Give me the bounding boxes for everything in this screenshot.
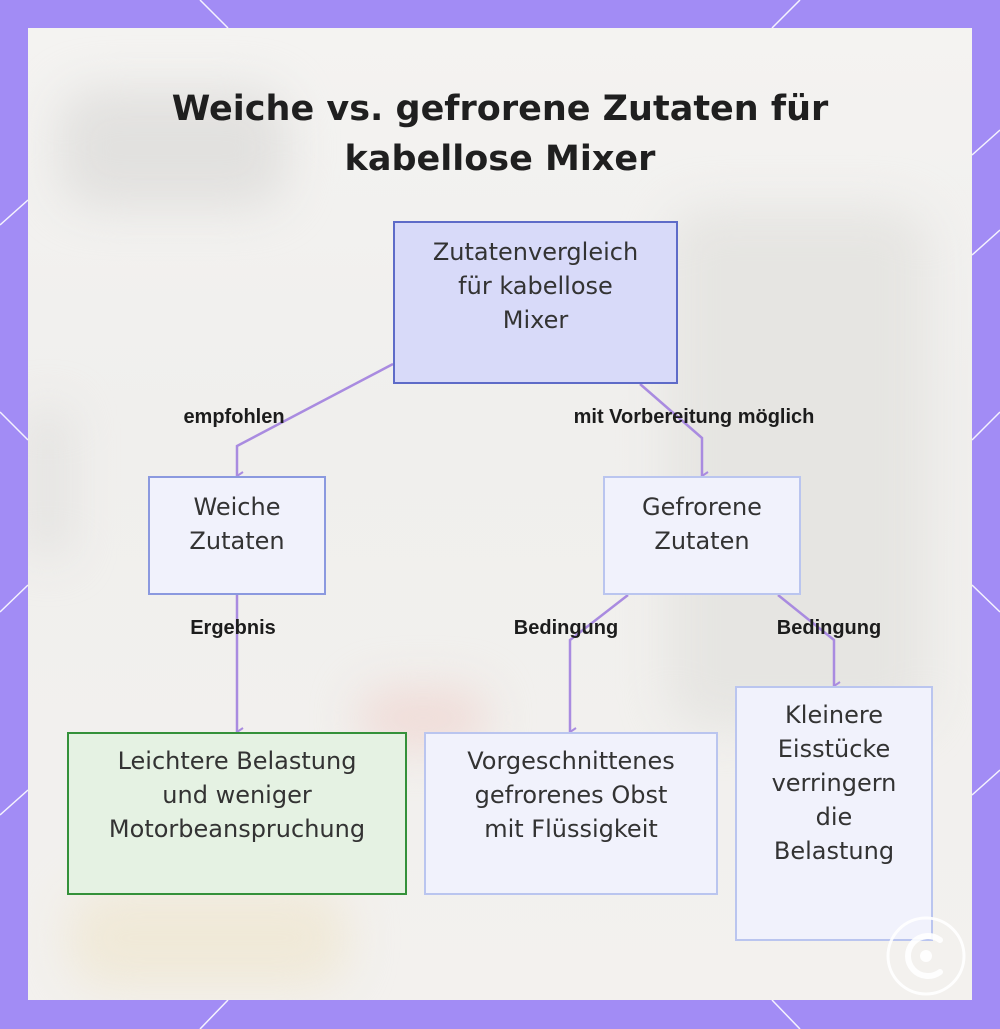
edge-frozen-cond1 [568, 594, 629, 732]
logo-mark-icon [886, 916, 966, 996]
node-condition-ice: Kleinere Eisstücke verringern die Belast… [735, 686, 933, 941]
edge-label-empfohlen: empfohlen [183, 406, 285, 428]
diagram-title: Weiche vs. gefrorene Zutaten für kabello… [171, 89, 829, 179]
background-blur-shape [668, 208, 928, 728]
background-blur-shape [28, 408, 68, 558]
node-root-label: Zutatenvergleich für kabellose Mixer [432, 238, 639, 334]
node-condition-precut-label: Vorgeschnittenes gefrorenes Obst mit Flü… [467, 747, 675, 843]
node-condition-ice-label: Kleinere Eisstücke verringern die Belast… [771, 701, 897, 865]
background-blur-shape [58, 88, 288, 208]
edge-root-frozen [639, 383, 702, 476]
node-condition-precut: Vorgeschnittenes gefrorenes Obst mit Flü… [424, 732, 718, 895]
node-root: Zutatenvergleich für kabellose Mixer [393, 221, 678, 384]
node-result-label: Leichtere Belastung und weniger Motorbea… [108, 747, 366, 843]
edge-label-ergebnis: Ergebnis [190, 617, 276, 639]
node-frozen-label: Gefrorene Zutaten [642, 493, 762, 555]
edge-label-bedingung-2: Bedingung [776, 617, 882, 639]
edge-frozen-cond2 [777, 594, 834, 686]
node-frozen-ingredients: Gefrorene Zutaten [603, 476, 801, 595]
edge-root-soft [235, 362, 394, 476]
background-blur-shape [68, 888, 348, 988]
edge-label-vorbereitung: mit Vorbereitung möglich [573, 406, 815, 428]
node-soft-ingredients: Weiche Zutaten [148, 476, 326, 595]
node-result: Leichtere Belastung und weniger Motorbea… [67, 732, 407, 895]
edge-label-bedingung-1: Bedingung [513, 617, 619, 639]
node-soft-label: Weiche Zutaten [189, 493, 285, 555]
